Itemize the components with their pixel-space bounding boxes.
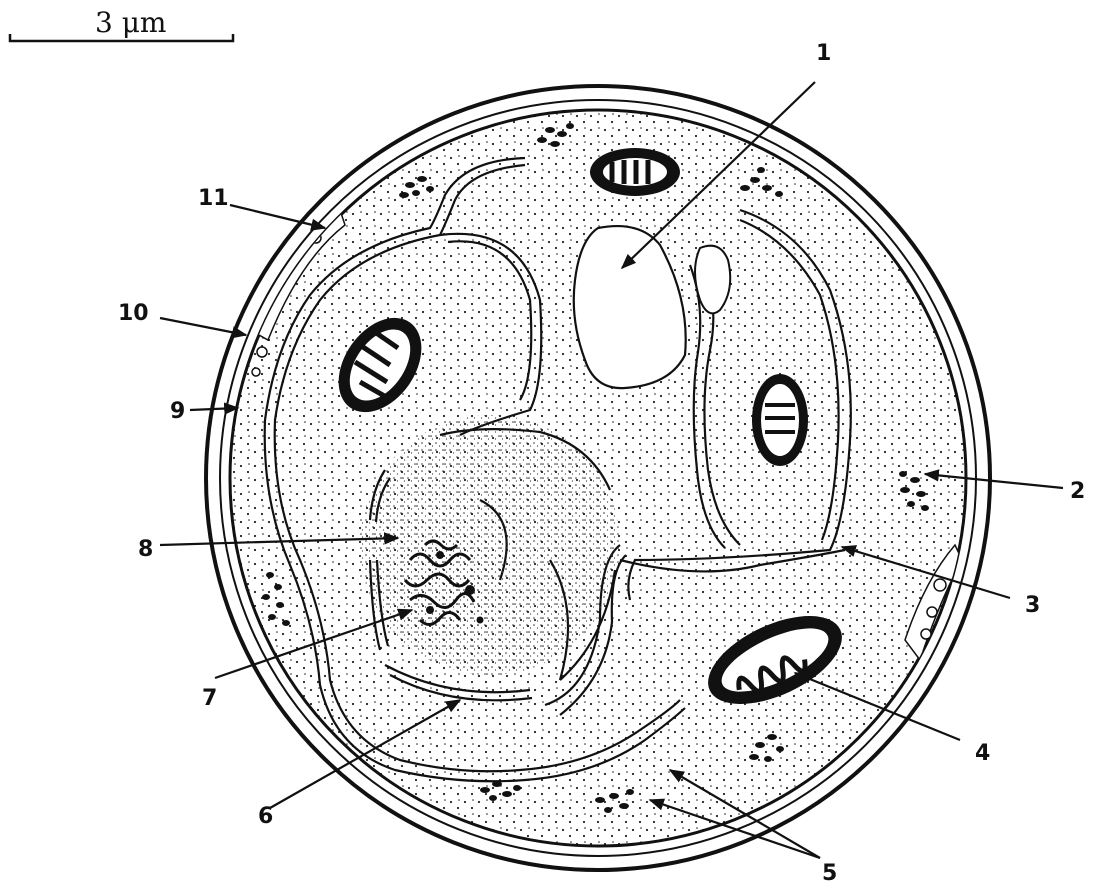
label-5: 5 — [822, 861, 837, 886]
label-1: 1 — [816, 41, 831, 66]
scale-bar: 3 μm — [10, 6, 233, 41]
mitochondrion-top — [590, 148, 680, 196]
label-7: 7 — [202, 686, 217, 711]
scale-bar-label: 3 μm — [95, 6, 166, 39]
mitochondrion-right — [752, 374, 808, 466]
nucleolus — [395, 533, 505, 637]
label-4: 4 — [975, 741, 990, 766]
label-9: 9 — [170, 399, 185, 424]
label-3: 3 — [1025, 593, 1040, 618]
label-2: 2 — [1070, 479, 1085, 504]
label-8: 8 — [138, 537, 153, 562]
label-6: 6 — [258, 804, 273, 829]
label-11: 11 — [198, 186, 229, 211]
label-10: 10 — [118, 301, 149, 326]
